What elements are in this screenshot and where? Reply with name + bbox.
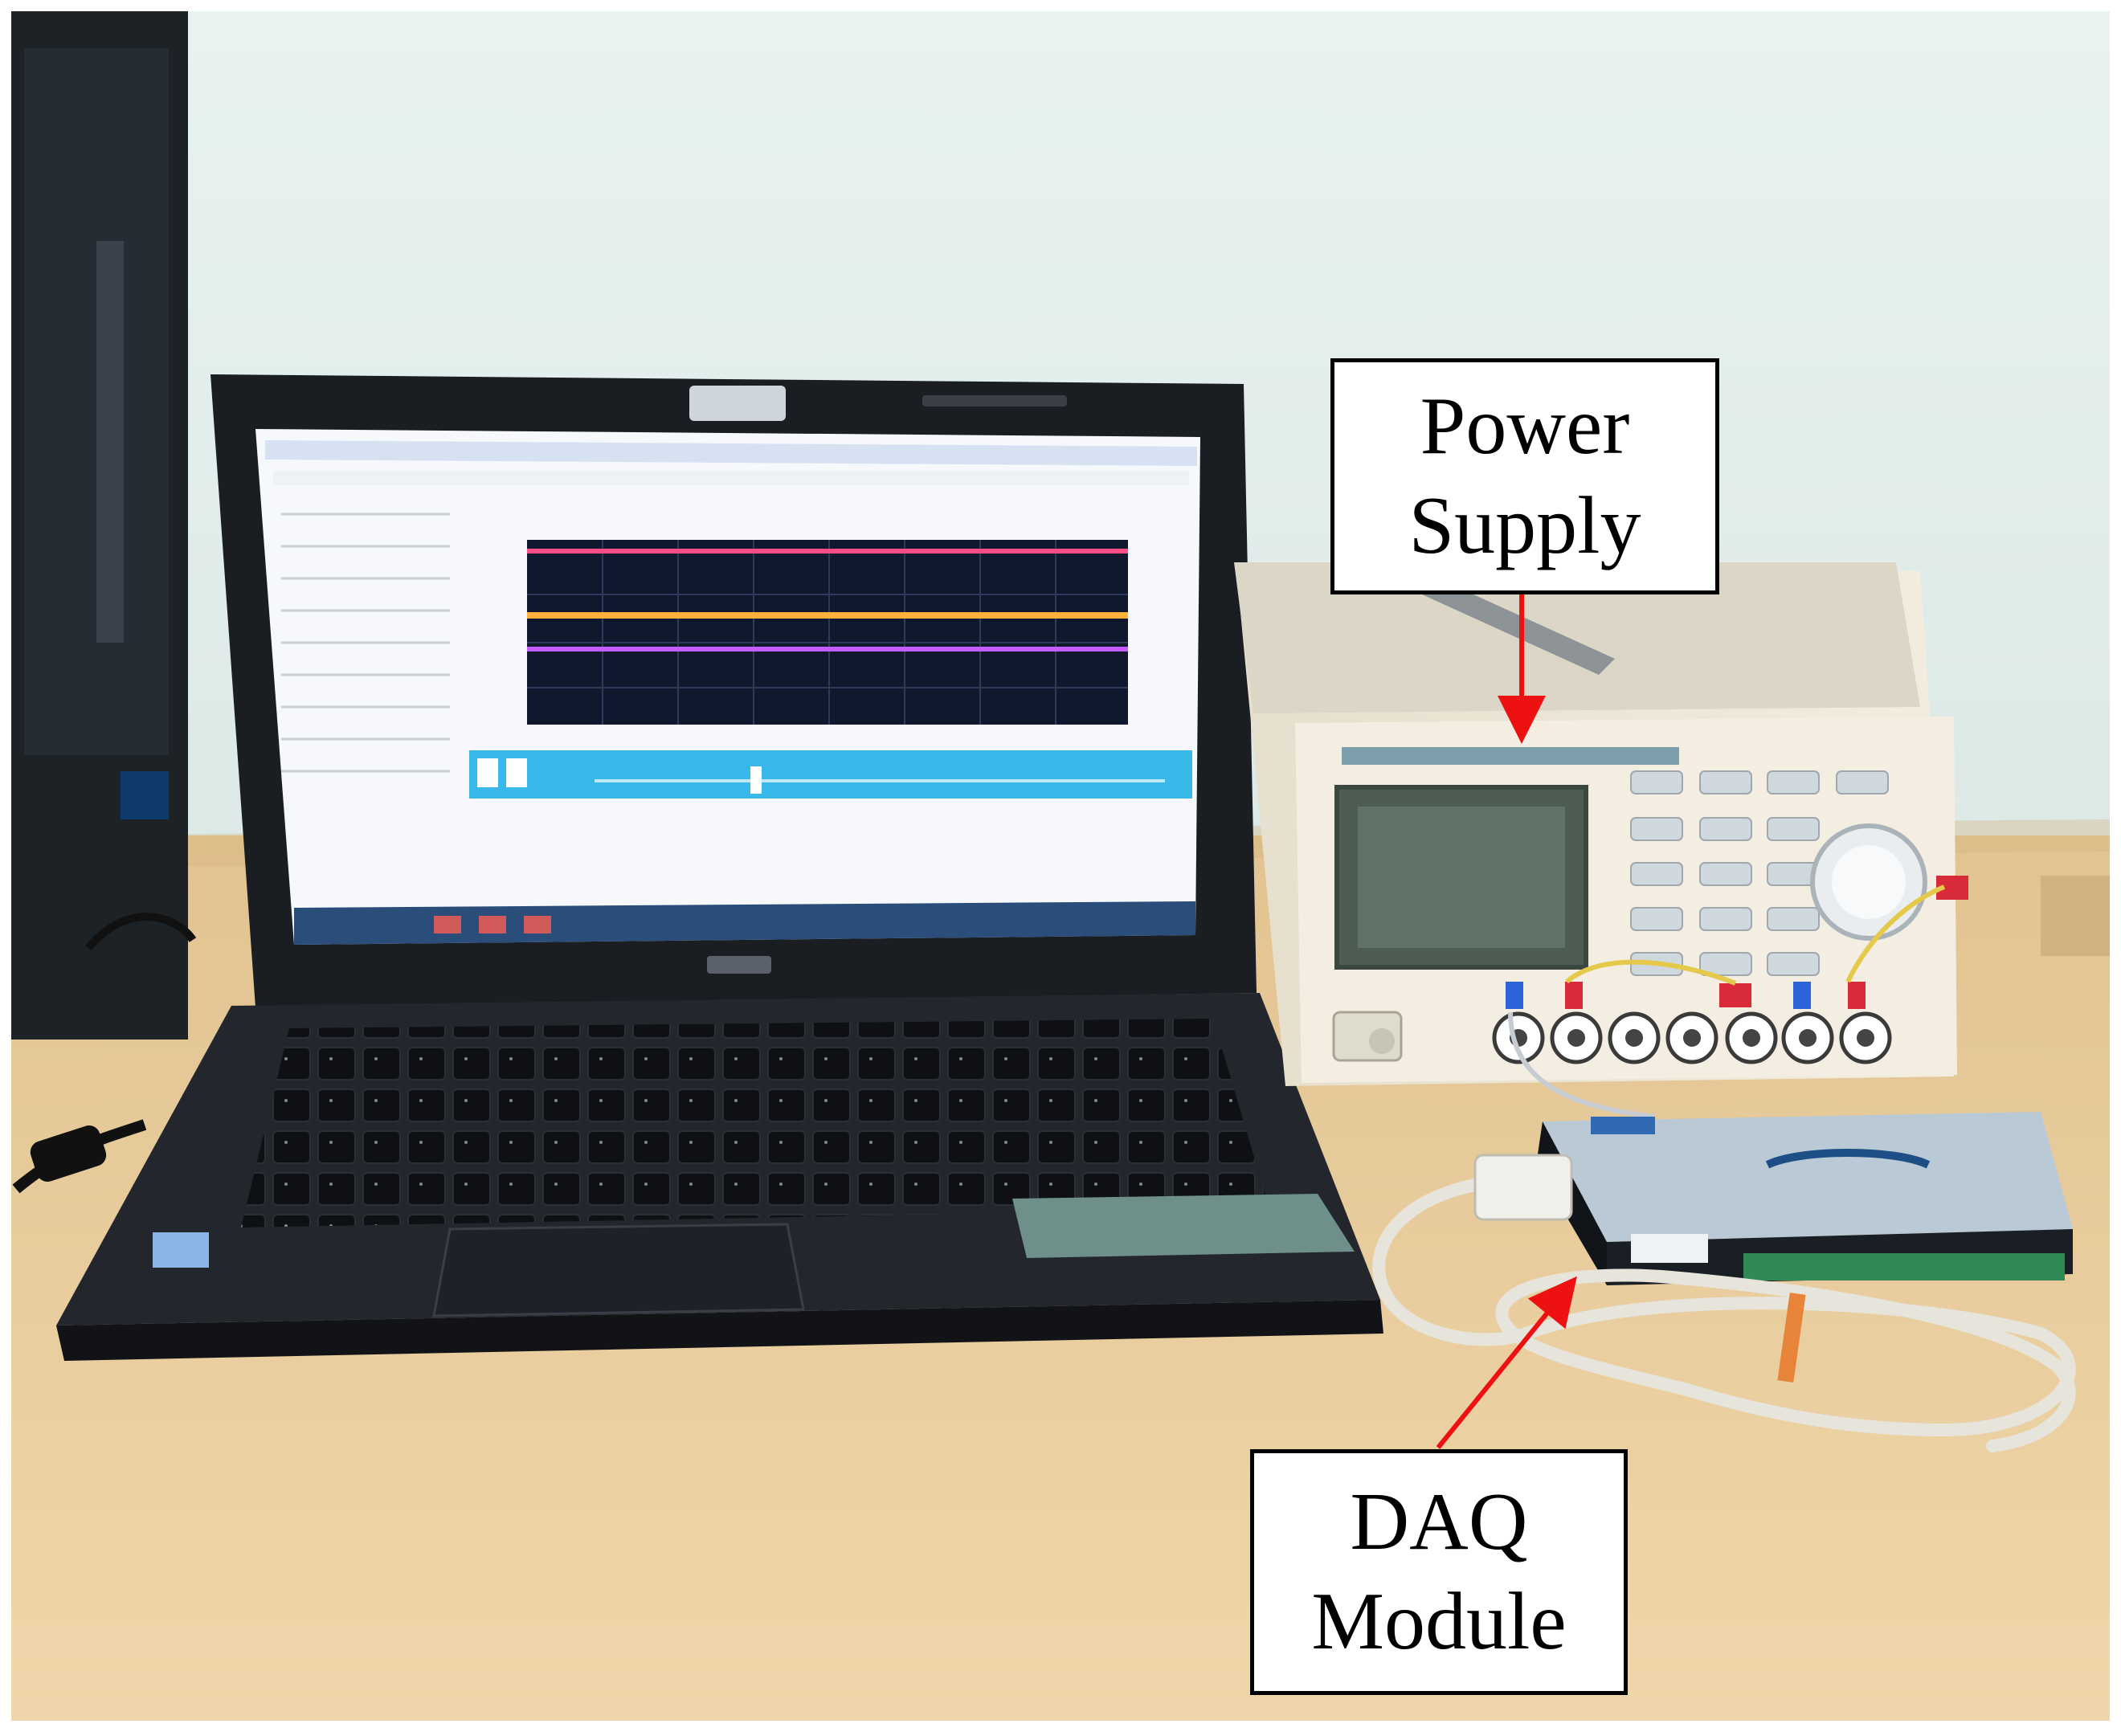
- laptop: [12, 374, 1383, 1361]
- daq-module-label-line2: Module: [1311, 1576, 1567, 1667]
- daq-module-label-line1: DAQ: [1350, 1477, 1528, 1567]
- daq-module-arrow: [1436, 1276, 1577, 1449]
- power-supply-label: Power Supply: [1330, 358, 1719, 594]
- daq-module: [1536, 1112, 2073, 1285]
- power-supply-label-line2: Supply: [1408, 480, 1641, 571]
- power-supply: [1234, 562, 1968, 1119]
- power-supply-label-line1: Power: [1420, 381, 1630, 472]
- wood-block: [2041, 876, 2110, 956]
- pc-tower: [11, 11, 197, 1040]
- usb-cable: [1372, 1174, 2076, 1452]
- daq-module-label: DAQ Module: [1250, 1449, 1628, 1695]
